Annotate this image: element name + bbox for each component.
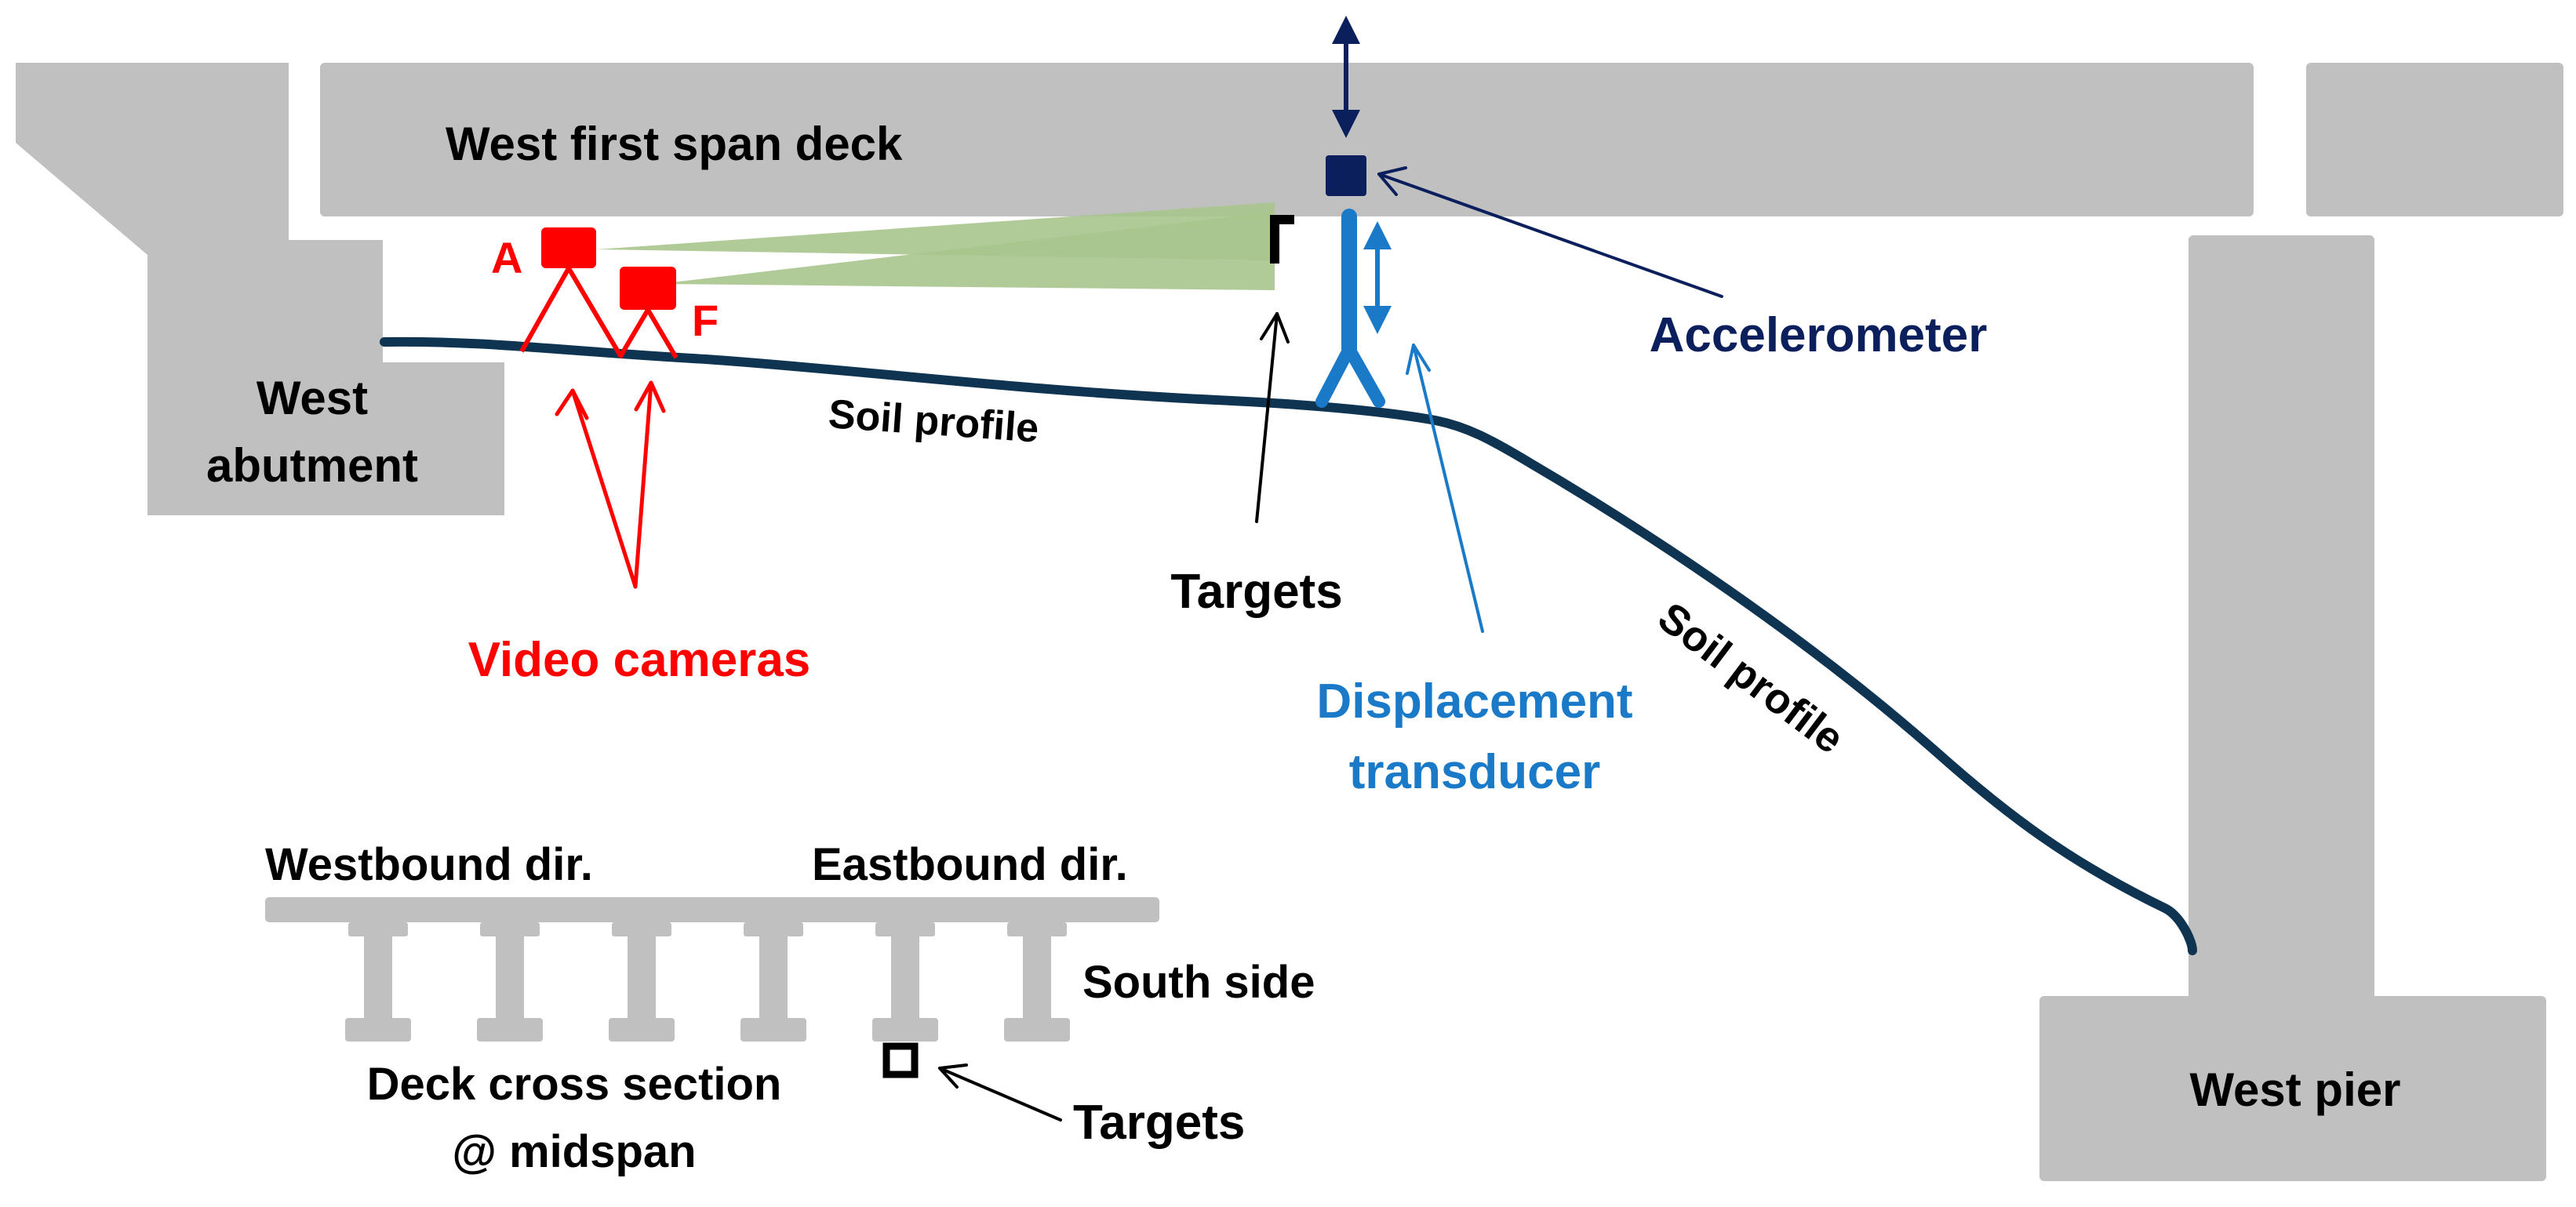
pier-label: West pier [2190, 1063, 2401, 1116]
south-side-label: South side [1082, 957, 1315, 1008]
camera-a [519, 227, 622, 356]
eastbound-label: Eastbound dir. [812, 839, 1128, 890]
camera-f-label: F [692, 296, 719, 345]
abutment-label-line2: abutment [206, 439, 418, 492]
soil-profile-label: Soil profile [827, 391, 1040, 452]
displacement-transducer [1315, 209, 1385, 408]
targets-arrow [1255, 312, 1290, 523]
targets-label: Targets [1170, 565, 1342, 619]
cross-section-targets-arrow [938, 1063, 1062, 1122]
target-icon [882, 1042, 919, 1078]
girder [609, 922, 675, 1042]
soil-profile-line [380, 336, 2197, 955]
deck-label: West first span deck [446, 118, 903, 170]
camera-a-label: A [491, 233, 522, 282]
video-cameras-label: Video cameras [468, 633, 811, 687]
westbound-label: Westbound dir. [265, 839, 593, 890]
soil-profile-label: Soil profile [1650, 594, 1853, 763]
abutment-label-line1: West [257, 372, 368, 424]
accelerometer-icon [1326, 155, 1366, 196]
camera-icon [541, 227, 596, 268]
video-cameras-arrows [555, 380, 666, 589]
accelerometer-arrow [1377, 166, 1723, 298]
field-of-view-f [659, 212, 1275, 290]
girder [477, 922, 543, 1042]
displacement-label-line1: Displacement [1316, 674, 1632, 729]
deck [320, 63, 2254, 216]
cross-section-label-line1: Deck cross section [367, 1059, 782, 1110]
target-icon [1270, 215, 1294, 264]
deck-cross-section [265, 897, 1159, 1042]
cross-section-label-line2: @ midspan [452, 1126, 696, 1177]
girder [345, 922, 411, 1042]
displacement-label-line2: transducer [1349, 745, 1600, 799]
girder [1004, 922, 1070, 1042]
cross-section-targets-label: Targets [1073, 1096, 1245, 1150]
deck-next-span [2306, 63, 2563, 216]
girder [740, 922, 806, 1042]
west-abutment [16, 63, 504, 515]
west-pier [2039, 235, 2546, 1181]
displacement-arrow [1406, 344, 1484, 633]
accelerometer-label: Accelerometer [1650, 308, 1988, 362]
camera-f [617, 267, 679, 359]
girder [872, 922, 938, 1042]
camera-icon [620, 267, 676, 310]
